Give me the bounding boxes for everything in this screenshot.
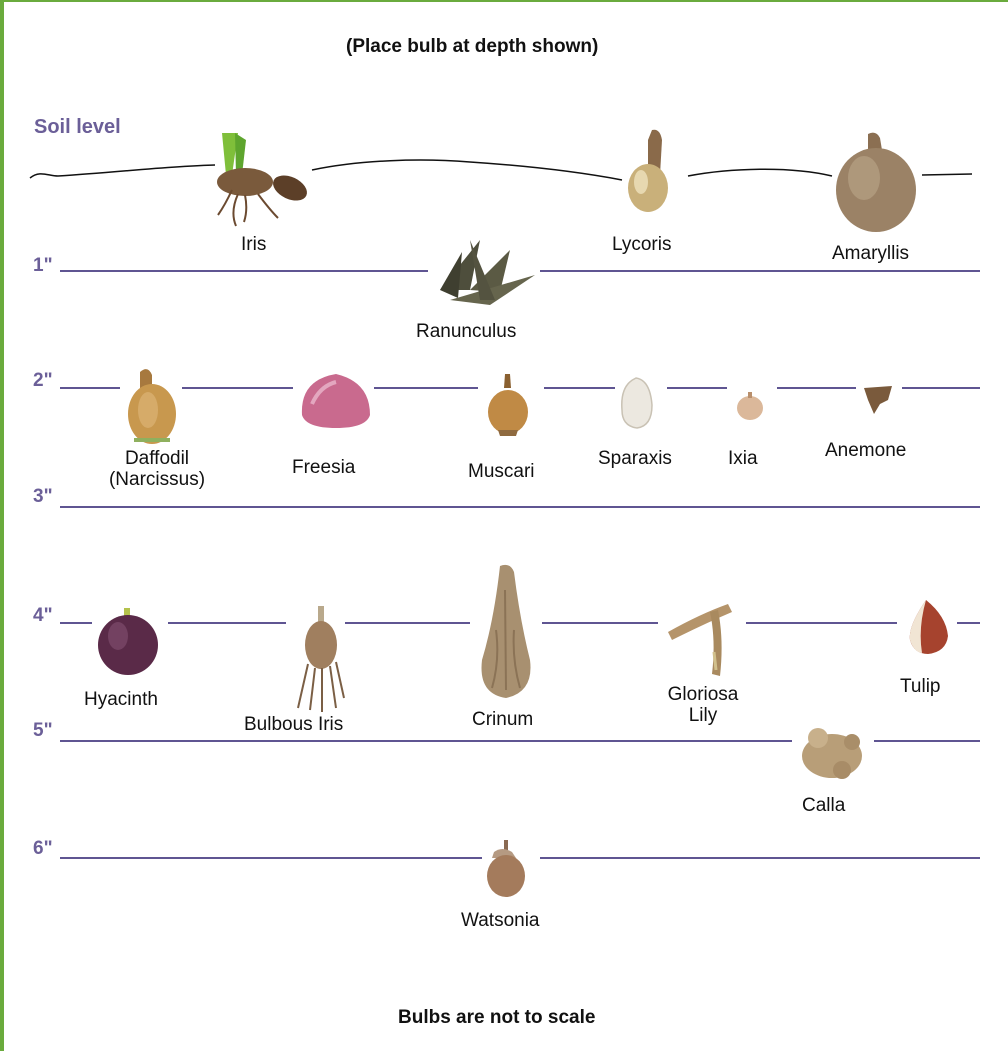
bulb-label-lycoris: Lycoris [612, 234, 671, 256]
bulb-label-muscari: Muscari [468, 461, 535, 483]
depth-label-3: 3" [33, 486, 53, 508]
bulb-label-sparaxis: Sparaxis [598, 448, 672, 470]
bulb-label-watsonia: Watsonia [461, 910, 540, 932]
depth-label-5: 5" [33, 720, 53, 742]
footer-note: Bulbs are not to scale [398, 1007, 595, 1029]
bulb-label-hyacinth: Hyacinth [84, 689, 158, 711]
bulb-label-amaryllis: Amaryllis [832, 243, 909, 265]
bulb-label-iris: Iris [241, 234, 266, 256]
tulip-bulb-icon [910, 600, 948, 654]
muscari-bulb-icon [488, 374, 528, 436]
bulb-label-ranunculus: Ranunculus [416, 321, 516, 343]
gloriosa-bulb-icon [668, 604, 732, 676]
soil-level-label: Soil level [34, 116, 121, 139]
ixia-bulb-icon [737, 392, 763, 420]
depth-label-2: 2" [33, 370, 53, 392]
amaryllis-bulb-icon [836, 133, 916, 232]
depth-label-1: 1" [33, 255, 53, 277]
iris-bulb-icon [217, 133, 311, 226]
anemone-bulb-icon [864, 386, 892, 414]
bulb-label-bulbous-iris: Bulbous Iris [244, 714, 343, 736]
soil-line [922, 174, 972, 175]
bulb-label-calla: Calla [802, 795, 845, 817]
diagram-title: (Place bulb at depth shown) [346, 36, 598, 58]
bulbous-iris-bulb-icon [298, 606, 344, 712]
bulb-label-crinum: Crinum [472, 709, 533, 731]
bulb-label-tulip: Tulip [900, 676, 940, 698]
daffodil-bulb-icon [128, 369, 176, 444]
depth-label-4: 4" [33, 605, 53, 627]
bulb-label-daffodil: Daffodil (Narcissus) [104, 448, 210, 490]
bulb-label-ixia: Ixia [728, 448, 758, 470]
sparaxis-bulb-icon [622, 378, 652, 428]
freesia-bulb-icon [302, 374, 370, 428]
hyacinth-bulb-icon [98, 608, 158, 675]
soil-line [688, 169, 832, 176]
soil-line [312, 160, 622, 180]
lycoris-bulb-icon [628, 130, 668, 212]
bulb-label-gloriosa: Gloriosa Lily [656, 684, 750, 726]
bulb-label-freesia: Freesia [292, 457, 355, 479]
calla-bulb-icon [802, 728, 862, 779]
ranunculus-bulb-icon [440, 240, 535, 305]
bulb-label-anemone: Anemone [825, 440, 906, 462]
crinum-bulb-icon [482, 565, 531, 698]
soil-line [30, 165, 215, 178]
watsonia-bulb-icon [487, 840, 525, 897]
depth-label-6: 6" [33, 838, 53, 860]
